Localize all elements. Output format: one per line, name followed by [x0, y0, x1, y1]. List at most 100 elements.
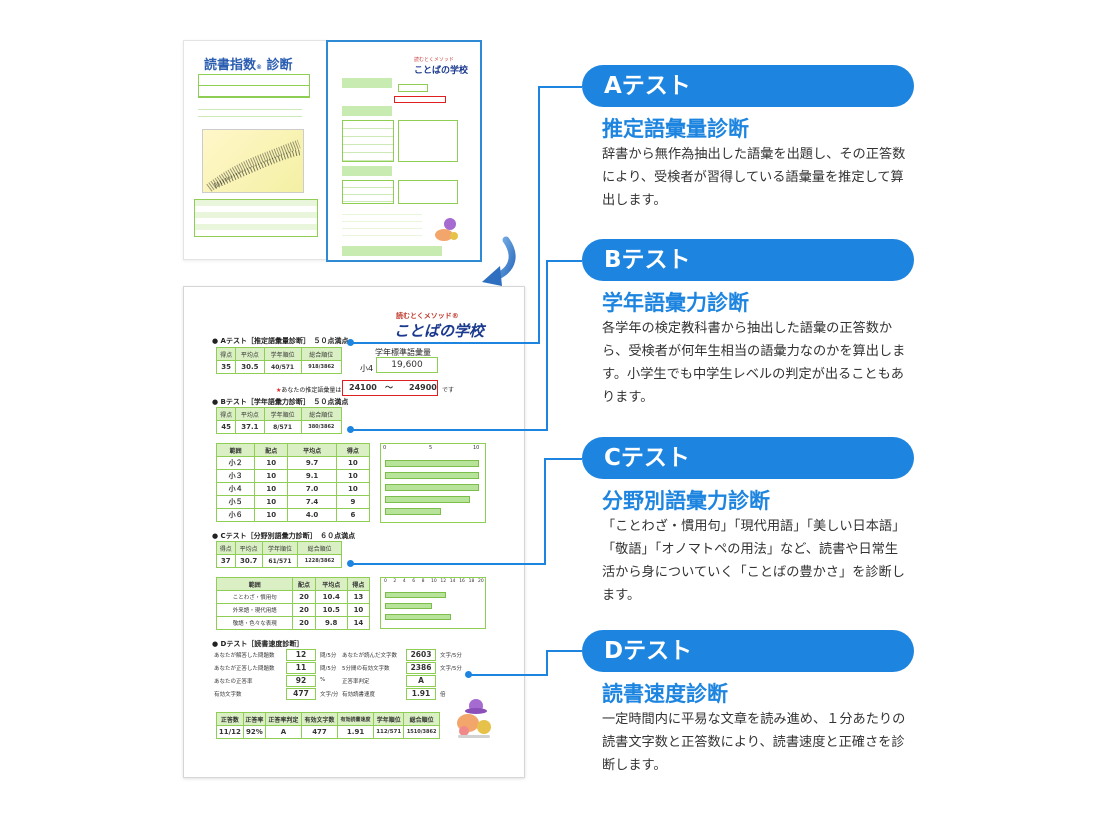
d-stat-label: 5分間の有効文字数: [342, 666, 390, 672]
b-value-grade-rank: 8/571: [263, 420, 302, 434]
connector-b-v: [546, 260, 548, 431]
connector-d-v: [546, 650, 548, 676]
b-detail-header-range: 範囲: [215, 443, 256, 457]
thumb1-info-table: [198, 74, 310, 98]
b-row-range: 小６: [215, 508, 256, 522]
section-c-pill: Cテスト: [582, 437, 914, 479]
c-header-grade-rank: 学年順位: [261, 541, 299, 555]
c-scale-tick: 4: [402, 579, 406, 584]
b-header-grade-rank: 学年順位: [263, 407, 302, 421]
c-header-avg: 平均点: [234, 541, 263, 555]
d-stat-value: 2386: [406, 662, 436, 674]
b-row-points: 10: [254, 456, 289, 470]
estimate-label: あなたの推定語彙量は: [281, 387, 342, 394]
thumb2-logo: ことばの学校: [414, 66, 469, 76]
connector-b-h2: [546, 260, 582, 262]
b-row-points: 10: [254, 495, 289, 509]
b-row-avg: 9.7: [287, 456, 337, 470]
thumbnail-reading-index-report: 読書指数® 診断: [183, 40, 328, 260]
d-stat-unit: 文字/5分: [440, 653, 462, 659]
connector-a-h1: [350, 342, 540, 344]
section-b-heading: 学年語彙力診断: [602, 291, 749, 315]
c-row-points: 20: [292, 616, 316, 630]
b-row-range: 小２: [215, 456, 256, 470]
c-scale-tick: 14: [449, 579, 456, 584]
c-bar: [385, 603, 432, 609]
a-grade: 小4: [360, 364, 374, 373]
a-header-score: 得点: [215, 347, 237, 361]
d-test-title: ● Dテスト［読書速度診断］: [212, 640, 304, 648]
b-row-points: 10: [254, 508, 289, 522]
d-stat-unit: 問/5分: [320, 653, 337, 659]
estimate-low: 24100: [349, 383, 377, 392]
b-value-score: 45: [215, 420, 237, 434]
report-sheet: 読むとくメソッド® ことばの学校 ● Aテスト［推定語彙量診断］ ５０点満点 得…: [183, 286, 525, 778]
connector-c-h2: [544, 458, 582, 460]
b-row-score: 9: [335, 495, 371, 509]
b-bar-chart: 0 5 10: [380, 443, 486, 523]
d-summary-header: 総合順位: [403, 712, 440, 726]
c-detail-header-range: 範囲: [215, 577, 294, 591]
c-value-grade-rank: 61/571: [261, 554, 299, 568]
c-detail-header-avg: 平均点: [314, 577, 348, 591]
c-row-points: 20: [292, 590, 316, 604]
b-row-range: 小３: [215, 469, 256, 483]
d-stat-label: あなたが正答した問題数: [214, 666, 275, 672]
connector-d-h1: [468, 674, 548, 676]
d-stat-label: あなたが解答した問題数: [214, 653, 275, 659]
c-row-points: 20: [292, 603, 316, 617]
d-stat-value: 1.91: [406, 688, 436, 700]
b-value-avg: 37.1: [235, 420, 265, 434]
c-row-avg: 10.4: [314, 590, 348, 604]
thumb2-c-table: [342, 166, 392, 176]
c-scale-tick: 6: [412, 579, 416, 584]
curved-arrow-icon: [482, 236, 516, 286]
a-std-value: 19,600: [376, 357, 438, 373]
b-bar: [385, 496, 470, 503]
thumb1-score-table: [198, 103, 302, 123]
thumb2-b-table: [342, 106, 392, 116]
estimate-tilde: 〜: [385, 383, 393, 392]
d-summary-header: 正答数: [216, 712, 244, 726]
c-row-range: ことわざ・慣用句: [215, 590, 294, 604]
b-row-points: 10: [254, 469, 289, 483]
b-scale-10: 10: [473, 445, 480, 451]
a-value-total-rank: 918/3862: [300, 360, 343, 374]
d-summary-value: 1510/3862: [403, 725, 440, 739]
d-stat-unit: %: [320, 677, 326, 683]
d-summary-value: 477: [300, 725, 339, 739]
mascot-characters-icon: [454, 697, 494, 738]
thumb1-title-suffix: 診断: [266, 58, 293, 73]
connector-a-v: [538, 86, 540, 344]
thumb2-b-detail: [342, 120, 394, 162]
c-scale-tick: 2: [393, 579, 397, 584]
section-d-body: 一定時間内に平易な文章を読み進め、１分あたりの読書文字数と正答数により、読書速度…: [602, 712, 906, 773]
b-bar: [385, 508, 442, 515]
c-row-avg: 9.8: [314, 616, 348, 630]
thumb2-c-detail: [342, 180, 394, 204]
b-detail-header-score: 得点: [335, 443, 371, 457]
connector-c-h1: [350, 563, 546, 565]
d-stat-unit: 倍: [440, 692, 446, 698]
c-scale-tick: 0: [384, 579, 387, 584]
d-stat-unit: 問/5分: [320, 666, 337, 672]
section-a-pill: Aテスト: [582, 65, 914, 107]
connector-a-h2: [538, 86, 582, 88]
c-scale-tick: 10: [431, 579, 437, 584]
c-header-score: 得点: [216, 541, 236, 555]
d-summary-header: 正答率判定: [264, 712, 302, 726]
b-header-avg: 平均点: [235, 407, 265, 421]
d-stat-value: 2603: [406, 649, 436, 661]
section-b-body: 各学年の検定教科書から抽出した語彙の正答数から、受検者が何年生相当の語彙力なのか…: [602, 321, 906, 405]
estimate-high: 24900: [409, 383, 437, 392]
d-stat-label: あなたが読んだ文字数: [342, 653, 398, 659]
c-value-avg: 30.7: [234, 554, 263, 568]
